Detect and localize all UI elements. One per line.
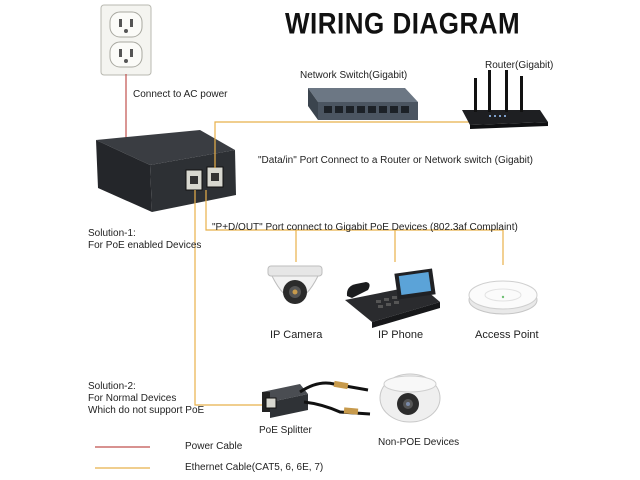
router-label: Router(Gigabit): [485, 60, 554, 71]
solution2-title: Solution-2:: [88, 381, 136, 392]
poe-splitter-label: PoE Splitter: [259, 425, 312, 436]
solution2-desc-line2: Which do not support PoE: [88, 405, 205, 416]
non-poe-devices-label: Non-POE Devices: [378, 437, 460, 448]
access-point-icon: [468, 280, 538, 315]
solution1-desc: For PoE enabled Devices: [88, 240, 202, 251]
solution1-title: Solution-1:: [88, 228, 136, 239]
legend-power-label: Power Cable: [185, 441, 243, 452]
ip-camera-icon: [267, 265, 323, 304]
solution2-desc-line1: For Normal Devices: [88, 393, 177, 404]
ip-phone-icon: [345, 268, 440, 328]
data-in-port-label: "Data/in" Port Connect to a Router or Ne…: [258, 155, 533, 166]
p-d-out-port-label: "P+D/OUT" Port connect to Gigabit PoE De…: [212, 222, 518, 233]
poe-splitter-icon: [262, 380, 371, 418]
ac-power-label: Connect to AC power: [133, 89, 228, 100]
network-switch-label: Network Switch(Gigabit): [300, 70, 408, 81]
diagram-title: WIRING DIAGRAM: [285, 6, 521, 41]
access-point-label: Access Point: [475, 329, 539, 341]
non-poe-camera-icon: [379, 373, 441, 423]
network-switch-icon: [308, 88, 418, 120]
legend-ethernet-label: Ethernet Cable(CAT5, 6, 6E, 7): [185, 462, 324, 473]
router-icon: [462, 70, 548, 129]
ac-outlet-icon: [100, 4, 152, 76]
ip-phone-label: IP Phone: [378, 329, 424, 341]
ip-camera-label: IP Camera: [270, 329, 323, 341]
